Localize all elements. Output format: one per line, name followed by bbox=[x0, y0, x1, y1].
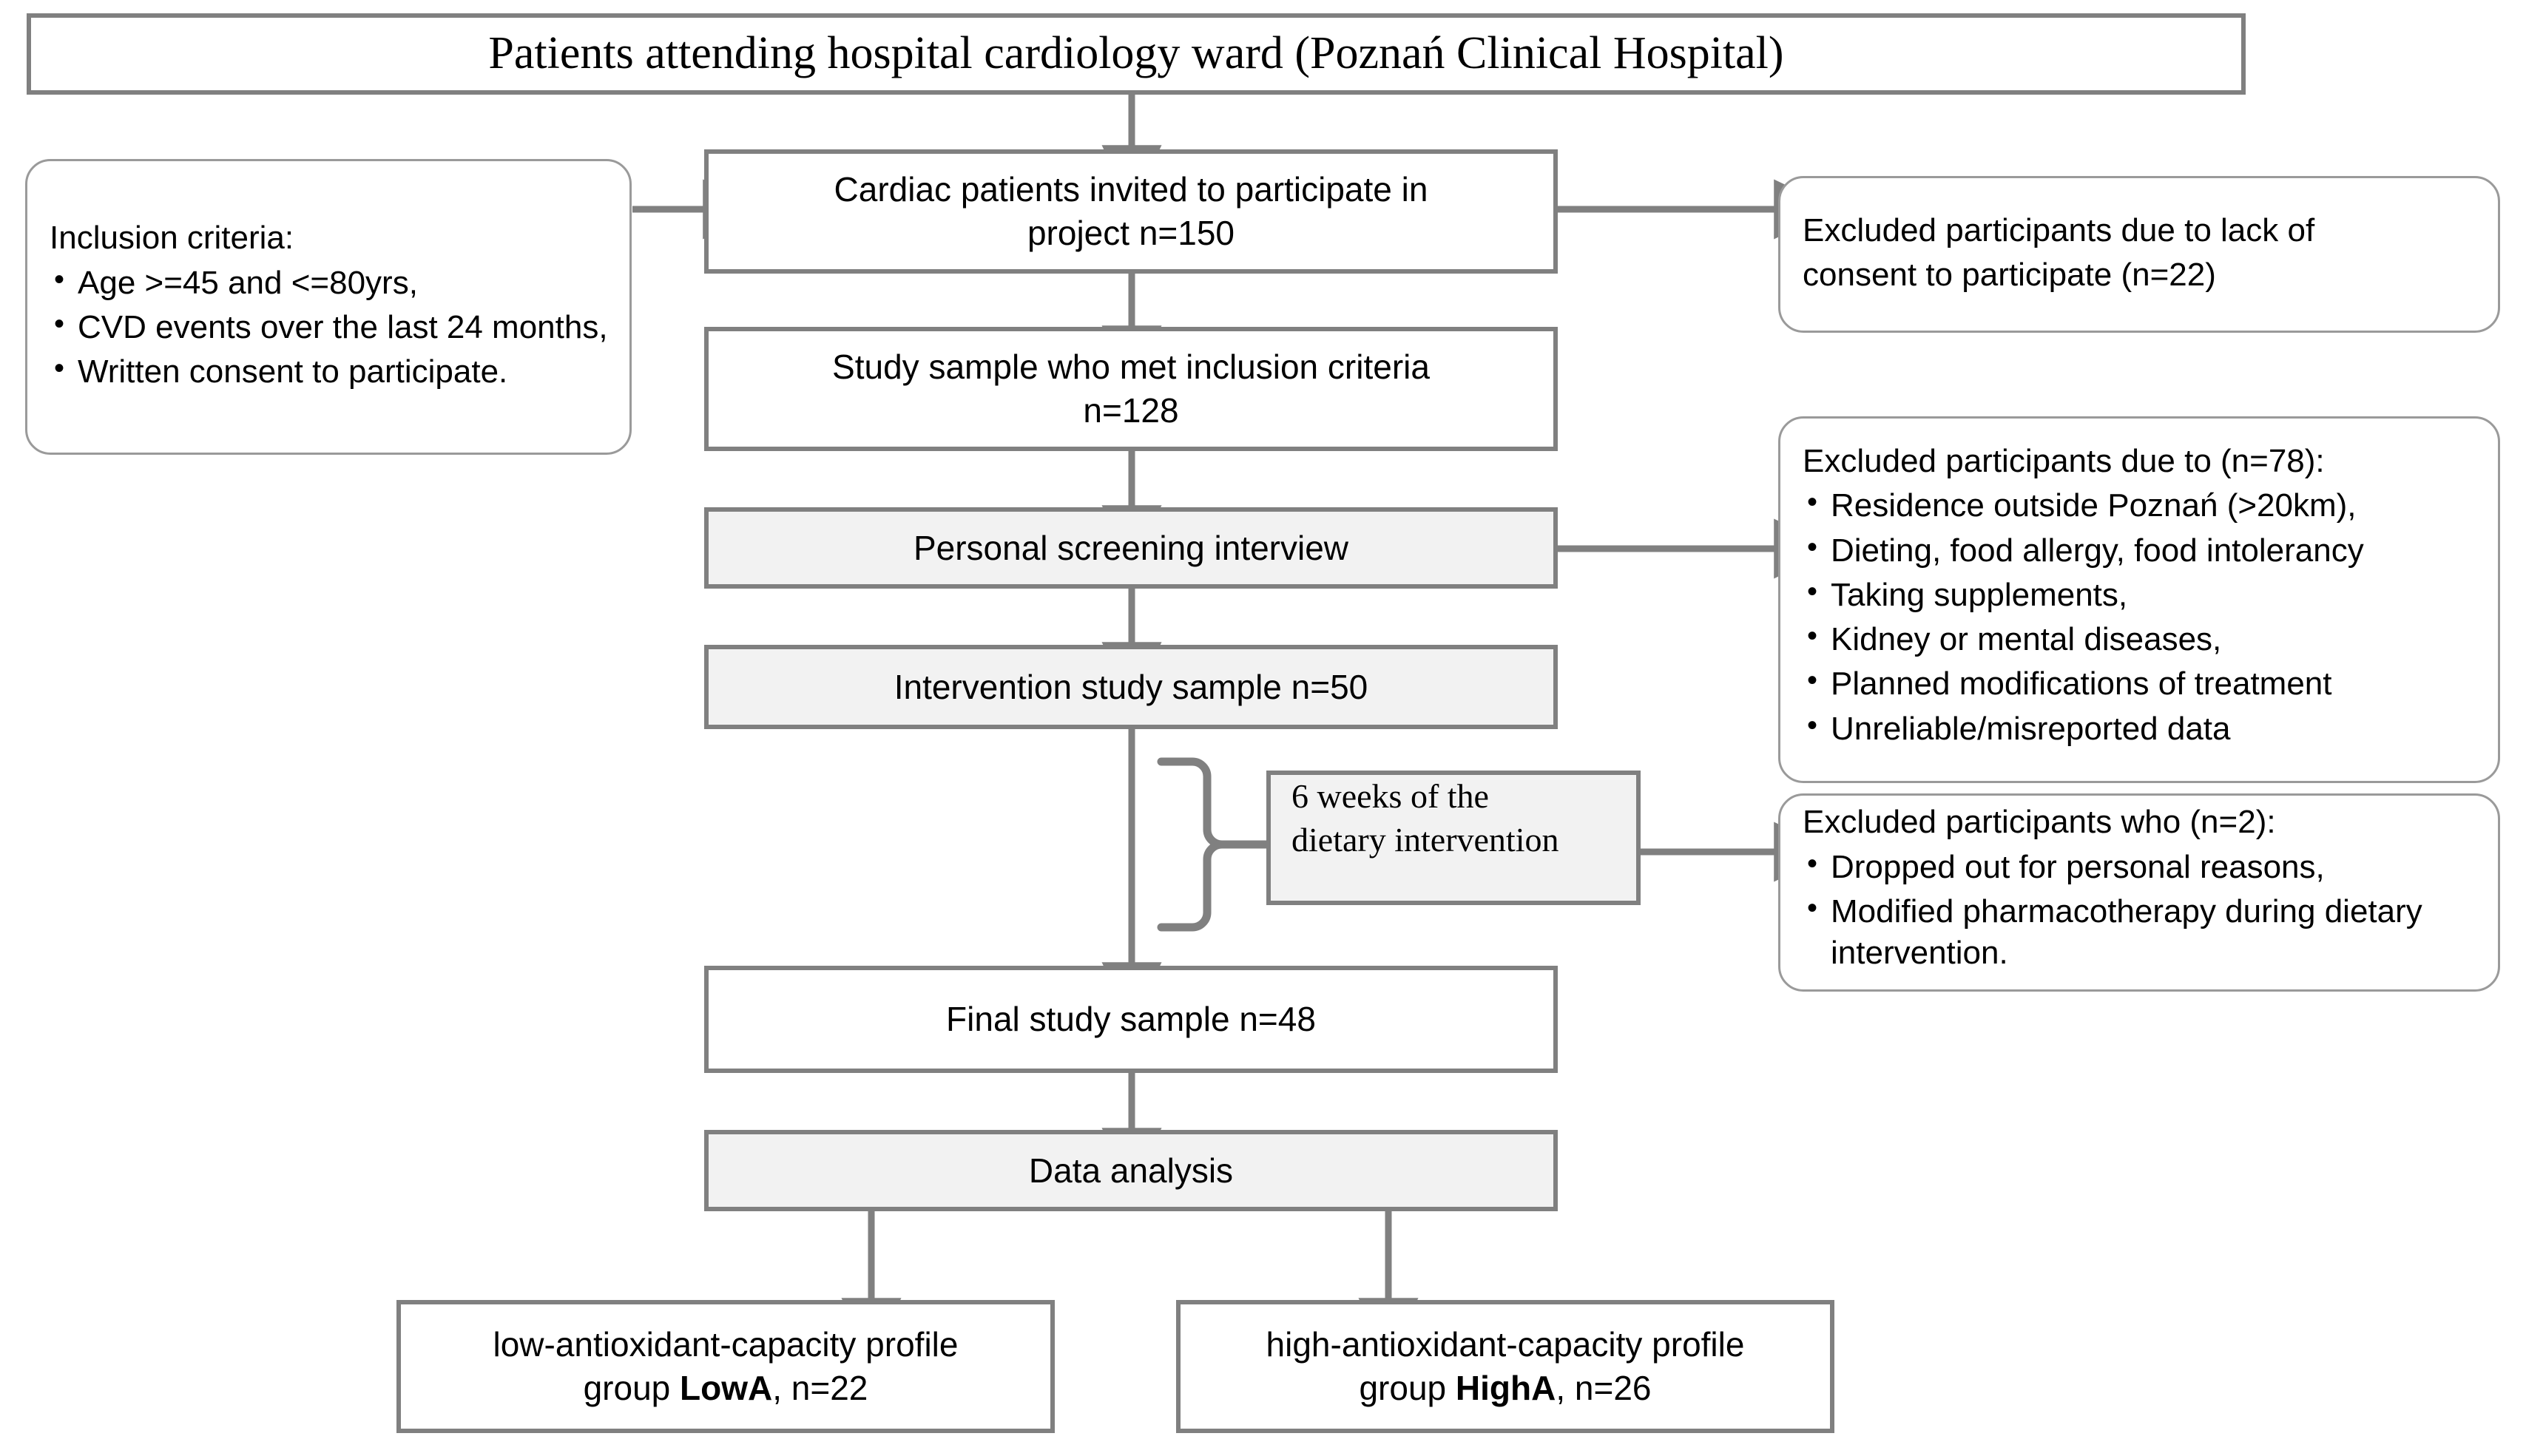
six-weeks-box: 6 weeks of the dietary intervention bbox=[1266, 771, 1641, 905]
screening-label: Personal screening interview bbox=[913, 528, 1349, 567]
list-item: Written consent to participate. bbox=[50, 350, 610, 393]
six-weeks-line-1: 6 weeks of the bbox=[1291, 777, 1489, 815]
inclusion-criteria-list: Age >=45 and <=80yrs, CVD events over th… bbox=[50, 261, 610, 393]
list-item: Dieting, food allergy, food intolerancy bbox=[1803, 529, 2479, 572]
low-group-box: low-antioxidant-capacity profile group L… bbox=[396, 1300, 1055, 1433]
excluded-screening-heading: Excluded participants due to (n=78): bbox=[1803, 442, 2325, 479]
high-group-line-2: group HighA, n=26 bbox=[1359, 1367, 1651, 1410]
list-item: Dropped out for personal reasons, bbox=[1803, 845, 2479, 888]
invited-line-2: project n=150 bbox=[1027, 214, 1235, 252]
list-item: Unreliable/misreported data bbox=[1803, 707, 2479, 750]
low-group-line-2: group LowA, n=22 bbox=[584, 1367, 868, 1410]
excluded-dropout-list: Dropped out for personal reasons, Modifi… bbox=[1803, 845, 2479, 975]
inclusion-criteria-box: Inclusion criteria: Age >=45 and <=80yrs… bbox=[25, 159, 632, 455]
title-box: Patients attending hospital cardiology w… bbox=[27, 13, 2246, 95]
excluded-consent-line-1: Excluded participants due to lack of bbox=[1803, 211, 2315, 248]
final-sample-box: Final study sample n=48 bbox=[704, 966, 1558, 1073]
title-label: Patients attending hospital cardiology w… bbox=[488, 28, 1784, 79]
intervention-sample-box: Intervention study sample n=50 bbox=[704, 645, 1558, 729]
met-criteria-line-1: Study sample who met inclusion criteria bbox=[832, 348, 1430, 387]
list-item: CVD events over the last 24 months, bbox=[50, 305, 610, 348]
list-item: Age >=45 and <=80yrs, bbox=[50, 261, 610, 304]
list-item: Kidney or mental diseases, bbox=[1803, 617, 2479, 660]
list-item: Modified pharmacotherapy during dietary … bbox=[1803, 890, 2479, 975]
invited-box: Cardiac patients invited to participate … bbox=[704, 149, 1558, 274]
low-group-suffix: , n=22 bbox=[772, 1369, 868, 1407]
list-item: Taking supplements, bbox=[1803, 573, 2479, 616]
final-sample-label: Final study sample n=48 bbox=[946, 1000, 1316, 1039]
excluded-screening-box: Excluded participants due to (n=78): Res… bbox=[1778, 416, 2500, 783]
data-analysis-label: Data analysis bbox=[1028, 1151, 1234, 1190]
data-analysis-box: Data analysis bbox=[704, 1130, 1558, 1211]
six-weeks-line-2: dietary intervention bbox=[1291, 820, 1559, 859]
list-item: Residence outside Poznań (>20km), bbox=[1803, 484, 2479, 526]
high-group-line-1: high-antioxidant-capacity profile bbox=[1266, 1325, 1745, 1364]
low-group-name: LowA bbox=[680, 1369, 773, 1407]
high-group-box: high-antioxidant-capacity profile group … bbox=[1176, 1300, 1834, 1433]
met-criteria-box: Study sample who met inclusion criteria … bbox=[704, 327, 1558, 451]
excluded-consent-box: Excluded participants due to lack of con… bbox=[1778, 176, 2500, 333]
invited-line-1: Cardiac patients invited to participate … bbox=[834, 170, 1428, 209]
excluded-consent-line-2: consent to participate (n=22) bbox=[1803, 257, 2216, 293]
inclusion-criteria-heading: Inclusion criteria: bbox=[50, 220, 294, 257]
excluded-dropout-box: Excluded participants who (n=2): Dropped… bbox=[1778, 793, 2500, 992]
low-group-prefix: group bbox=[583, 1369, 681, 1407]
high-group-suffix: , n=26 bbox=[1556, 1369, 1652, 1407]
met-criteria-line-2: n=128 bbox=[1083, 391, 1179, 430]
list-item: Planned modifications of treatment bbox=[1803, 662, 2479, 705]
screening-box: Personal screening interview bbox=[704, 507, 1558, 589]
high-group-name: HighA bbox=[1455, 1369, 1556, 1407]
intervention-sample-label: Intervention study sample n=50 bbox=[894, 667, 1368, 706]
intervention-brace bbox=[1157, 757, 1223, 932]
excluded-dropout-heading: Excluded participants who (n=2): bbox=[1803, 804, 2276, 841]
excluded-screening-list: Residence outside Poznań (>20km), Dietin… bbox=[1803, 484, 2479, 750]
high-group-prefix: group bbox=[1359, 1369, 1456, 1407]
low-group-line-1: low-antioxidant-capacity profile bbox=[493, 1325, 959, 1364]
